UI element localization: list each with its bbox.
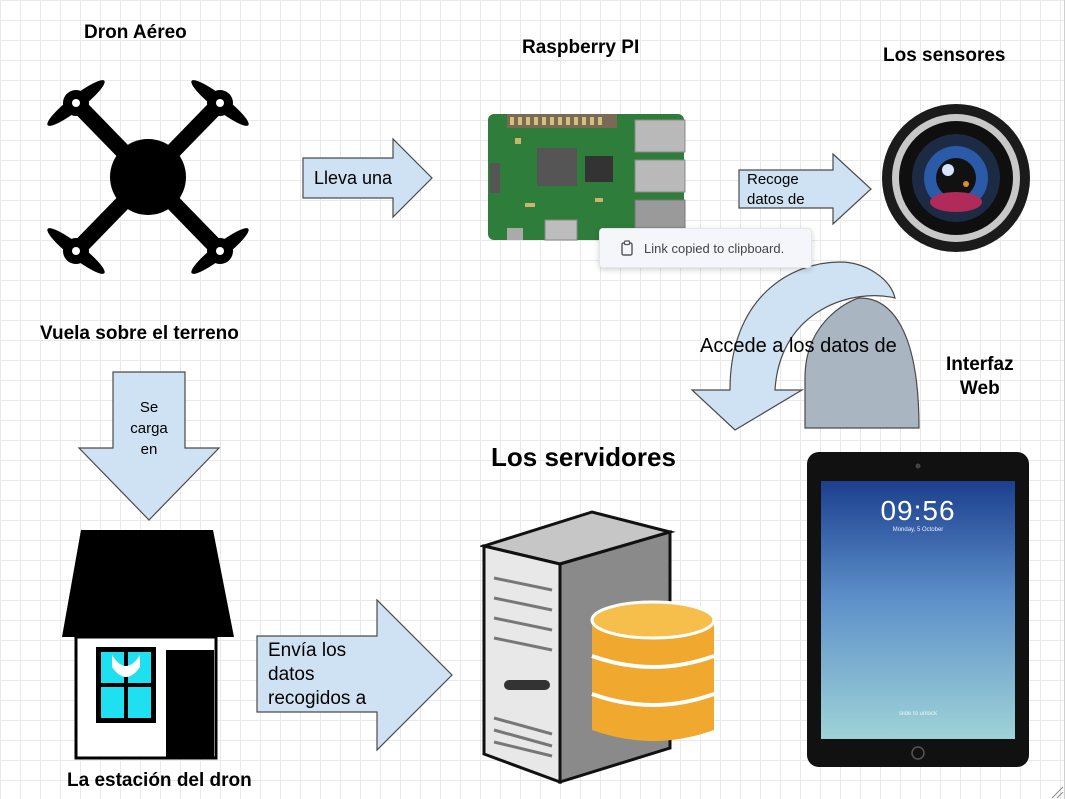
toast-text: Link copied to clipboard. bbox=[644, 240, 785, 256]
tablet-time: 09:56 bbox=[880, 495, 956, 526]
label-estacion: La estación del dron bbox=[67, 770, 252, 791]
arrow-recoge-datos bbox=[738, 152, 872, 226]
arrow-envia-datos bbox=[256, 598, 453, 752]
arrow-accede-curved bbox=[690, 261, 920, 431]
camera-lens-icon[interactable] bbox=[880, 102, 1032, 254]
arrow-lleva-una bbox=[302, 137, 433, 219]
tablet-date: Monday, 5 October bbox=[892, 527, 944, 533]
database-icon bbox=[590, 600, 716, 741]
clipboard-icon bbox=[621, 240, 633, 256]
tablet-device[interactable]: 09:56 Monday, 5 October slide to unlock bbox=[806, 451, 1030, 768]
house-icon[interactable] bbox=[60, 527, 236, 762]
arrow-recoge-datos-text: Recoge datos de bbox=[747, 171, 805, 208]
resize-grip-icon[interactable] bbox=[1050, 785, 1064, 799]
label-dron: Dron Aéreo bbox=[84, 22, 187, 43]
server-database-icon[interactable] bbox=[480, 508, 720, 788]
raspberry-pi-board[interactable] bbox=[485, 108, 690, 260]
toast-link-copied: Link copied to clipboard. bbox=[599, 228, 812, 268]
label-servidores: Los servidores bbox=[491, 442, 676, 472]
label-raspberry: Raspberry PI bbox=[522, 37, 640, 58]
label-vuela: Vuela sobre el terreno bbox=[40, 323, 239, 344]
arrow-se-carga bbox=[77, 371, 221, 521]
label-interfaz: Interfaz Web bbox=[946, 354, 1014, 399]
arrow-accede-text: Accede a los datos de bbox=[700, 335, 897, 357]
arrow-lleva-una-text: Lleva una bbox=[314, 168, 393, 188]
drone-icon[interactable] bbox=[38, 70, 260, 284]
arrow-envia-datos-text: Envía los datos recogidos a bbox=[268, 640, 367, 709]
label-sensores: Los sensores bbox=[883, 45, 1006, 66]
arrow-se-carga-text: Se carga en bbox=[130, 399, 168, 458]
tablet-slide-to-unlock[interactable]: slide to unlock bbox=[898, 711, 938, 717]
